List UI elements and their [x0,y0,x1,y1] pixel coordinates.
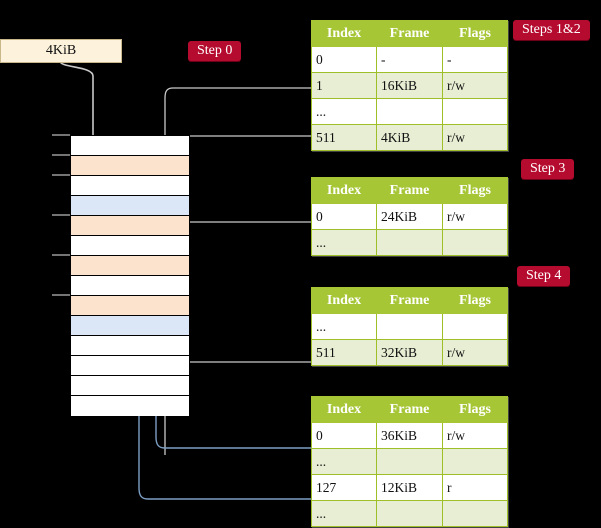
table-cell: 24KiB [376,203,443,230]
step-label-text: Step 4 [526,268,562,283]
table-cell: 4KiB [376,124,443,151]
memory-frame-row [71,316,189,336]
table-cell: 511 [311,339,377,366]
memory-frame-row [71,296,189,316]
memory-frame-row [71,256,189,276]
virtual-address-box: 4KiB [0,39,122,63]
table-row: ... [311,500,508,527]
physical-memory-column [70,135,190,416]
memory-frame-row [71,356,189,376]
memory-frame-row [71,276,189,296]
column-header-index: Index [311,287,377,314]
memory-frame-row [71,376,189,396]
virtual-address-label: 4KiB [45,43,77,58]
table-cell [442,98,508,125]
table-cell: r [442,474,508,501]
memory-frame-row [71,396,189,416]
table-row: ... [311,229,508,256]
column-header-flags: Flags [442,177,508,204]
column-header-frame: Frame [376,20,443,47]
column-header-flags: Flags [442,396,508,423]
table-cell: r/w [442,422,508,449]
column-header-frame: Frame [376,287,443,314]
column-header-frame: Frame [376,177,443,204]
edge-l2-to-memory [176,302,311,363]
table-cell: 511 [311,124,377,151]
table-row: 0-- [311,46,508,73]
table-cell: 0 [311,46,377,73]
memory-frame-row [71,136,189,156]
step-label-text: Step 0 [197,43,233,58]
step-label-step4: Step 4 [517,266,571,286]
table-cell: ... [311,448,377,475]
memory-frame-row [71,156,189,176]
column-header-index: Index [311,20,377,47]
table-cell: r/w [442,339,508,366]
memory-frame-row [71,176,189,196]
table-cell: ... [311,313,377,340]
table-cell [442,313,508,340]
column-header-index: Index [311,177,377,204]
table-cell [442,500,508,527]
table-cell: 0 [311,203,377,230]
table-cell: 0 [311,422,377,449]
step-label-text: Steps 1&2 [522,22,581,37]
table-cell [376,448,443,475]
table-cell: 12KiB [376,474,443,501]
table-cell: - [376,46,443,73]
memory-frame-row [71,216,189,236]
table-cell [376,98,443,125]
table-cell: r/w [442,124,508,151]
column-header-flags: Flags [442,287,508,314]
edge-l3-to-memory [176,221,311,252]
table-cell [442,448,508,475]
step-label-text: Step 3 [530,161,566,176]
table-cell [376,229,443,256]
table-row: ... [311,448,508,475]
table-cell [376,313,443,340]
column-header-frame: Frame [376,396,443,423]
table-cell [376,500,443,527]
table-cell: 16KiB [376,72,443,99]
table-cell: 32KiB [376,339,443,366]
column-header-flags: Flags [442,20,508,47]
table-cell: 36KiB [376,422,443,449]
table-cell [442,229,508,256]
step-label-step0: Step 0 [188,41,242,61]
memory-frame-row [71,336,189,356]
table-cell: r/w [442,72,508,99]
step-label-steps12: Steps 1&2 [513,20,590,40]
table-cell: 1 [311,72,377,99]
step-label-step3: Step 3 [521,159,575,179]
table-row: ... [311,98,508,125]
table-cell: 127 [311,474,377,501]
memory-frame-row [71,236,189,256]
column-header-index: Index [311,396,377,423]
memory-frame-row [71,196,189,216]
table-cell: r/w [442,203,508,230]
table-cell: ... [311,98,377,125]
table-cell: - [442,46,508,73]
table-cell: ... [311,229,377,256]
table-cell: ... [311,500,377,527]
table-row: ... [311,313,508,340]
